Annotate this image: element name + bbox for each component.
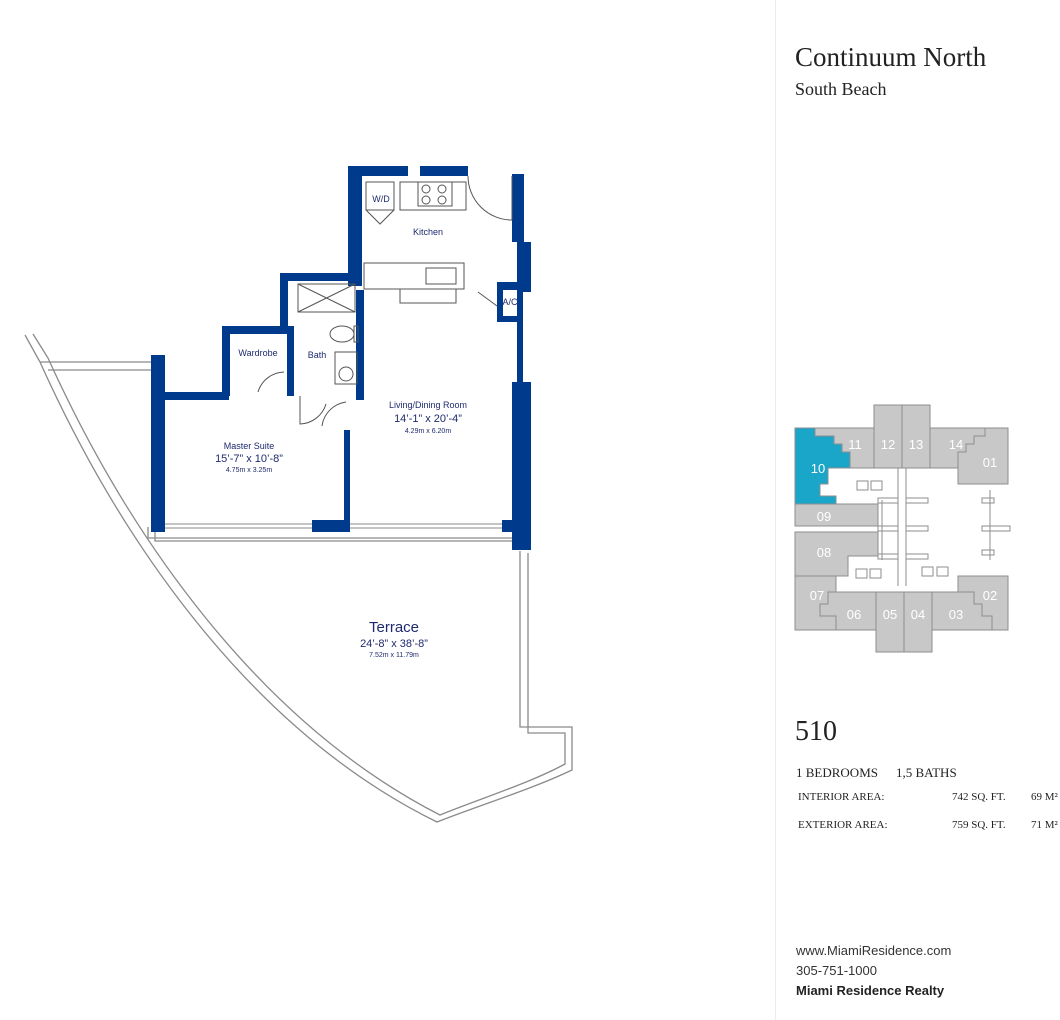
exterior-area-sqft: 759 SQ. FT. — [952, 819, 1006, 831]
room-labels: W/D A/C Kitchen Wardrobe Bath Living/Din… — [215, 194, 518, 659]
kitchen-label: Kitchen — [413, 227, 443, 237]
glazing — [165, 523, 502, 529]
key-unit-09 — [794, 503, 879, 527]
exterior-area-label: EXTERIOR AREA: — [798, 819, 888, 831]
key-unit-13 — [901, 404, 931, 469]
key-label-05: 05 — [883, 607, 897, 622]
key-unit-10 — [794, 427, 851, 505]
phone-number: 305-751-1000 — [796, 963, 877, 978]
key-label-08: 08 — [817, 545, 831, 560]
key-unit-04 — [903, 591, 933, 653]
key-plan: 11 12 13 14 01 10 09 08 07 06 05 04 03 0… — [794, 404, 1011, 653]
key-label-02: 02 — [983, 588, 997, 603]
key-label-04: 04 — [911, 607, 925, 622]
baths-count: 1,5 BATHS — [896, 765, 957, 780]
interior-area-label: INTERIOR AREA: — [798, 791, 885, 803]
unit-rooms: 1 BEDROOMS 1,5 BATHS — [796, 765, 957, 781]
walls — [151, 166, 531, 550]
key-label-12: 12 — [881, 437, 895, 452]
washer-dryer-label: W/D — [372, 194, 390, 204]
key-unit-12 — [873, 404, 903, 469]
key-label-03: 03 — [949, 607, 963, 622]
key-unit-numbers: 11 12 13 14 01 10 09 08 07 06 05 04 03 0… — [810, 437, 997, 622]
website-link[interactable]: www.MiamiResidence.com — [796, 943, 952, 958]
master-dim-m: 4.75m x 3.25m — [226, 467, 272, 474]
floor-plan: W/D A/C Kitchen Wardrobe Bath Living/Din… — [24, 166, 573, 823]
exterior-area-m2: 71 M² — [1031, 819, 1058, 831]
key-label-14: 14 — [949, 437, 963, 452]
fixtures — [257, 175, 513, 427]
master-label: Master Suite — [224, 441, 275, 451]
key-core — [855, 468, 1011, 586]
key-label-10: 10 — [811, 461, 825, 476]
key-label-13: 13 — [909, 437, 923, 452]
terrace-railing — [24, 333, 573, 823]
interior-area-sqft: 742 SQ. FT. — [952, 791, 1006, 803]
divider — [775, 0, 776, 1020]
key-label-11: 11 — [848, 437, 862, 452]
terrace-dim-ft: 24’-8” x 38’-8” — [360, 638, 428, 650]
living-dim-ft: 14’-1” x 20’-4” — [394, 413, 462, 425]
key-unit-01 — [957, 427, 1009, 485]
key-label-09: 09 — [817, 509, 831, 524]
living-dim-m: 4.29m x 6.20m — [405, 428, 451, 435]
building-title: Continuum North — [795, 42, 987, 72]
interior-area-m2: 69 M² — [1031, 791, 1058, 803]
building-subtitle: South Beach — [795, 79, 887, 99]
key-label-01: 01 — [983, 455, 997, 470]
master-dim-ft: 15’-7” x 10’-8” — [215, 453, 283, 465]
bath-label: Bath — [308, 350, 327, 360]
bedrooms-count: 1 BEDROOMS — [796, 765, 878, 780]
company-name: Miami Residence Realty — [796, 983, 945, 998]
key-unit-05 — [875, 591, 905, 653]
key-label-06: 06 — [847, 607, 861, 622]
wardrobe-label: Wardrobe — [238, 348, 277, 358]
living-label: Living/Dining Room — [389, 400, 467, 410]
ac-label: A/C — [502, 297, 518, 307]
key-label-07: 07 — [810, 588, 824, 603]
terrace-label: Terrace — [369, 619, 419, 636]
terrace-dim-m: 7.52m x 11.79m — [369, 652, 419, 659]
unit-number: 510 — [795, 716, 837, 747]
key-unit-02 — [957, 575, 1009, 631]
